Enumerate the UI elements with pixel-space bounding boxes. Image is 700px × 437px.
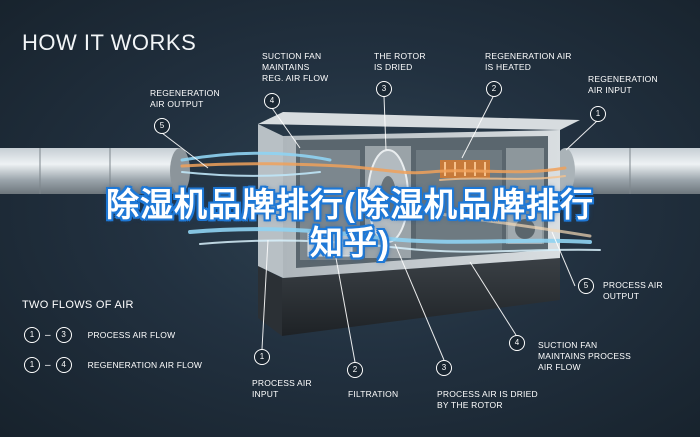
legend-badge-from: 1: [24, 327, 40, 343]
callout-badge-regeneration-input: 1: [590, 106, 606, 122]
legend-text-process: PROCESS AIR FLOW: [87, 330, 176, 340]
overlay-title: 除湿机品牌排行(除湿机品牌排行知乎): [106, 186, 594, 261]
callout-badge-process-input: 1: [254, 349, 270, 365]
callout-regeneration-heated: REGENERATION AIR IS HEATED: [485, 51, 572, 72]
callout-badge-process-output: 5: [578, 278, 594, 294]
page-title: HOW IT WORKS: [22, 30, 197, 55]
callout-badge-suction-fan-reg: 4: [264, 93, 280, 109]
legend-badge-to: 4: [55, 357, 72, 373]
callout-filtration: FILTRATION: [348, 389, 399, 399]
legend-badge-to: 3: [55, 327, 72, 343]
callout-regeneration-air-input: REGENERATION AIR INPUT: [588, 74, 658, 95]
callout-process-air-output: PROCESS AIR OUTPUT: [603, 280, 663, 301]
process-airflow: [188, 212, 601, 253]
regeneration-airflow: [180, 151, 567, 181]
legend-text-regeneration: REGENERATION AIR FLOW: [87, 360, 203, 370]
callout-process-air-input: PROCESS AIR INPUT: [252, 378, 312, 399]
leader-lines: [161, 95, 598, 363]
callout-suction-fan-process: SUCTION FAN MAINTAINS PROCESS AIR FLOW: [538, 340, 631, 372]
callout-rotor-dried: THE ROTOR IS DRIED: [374, 51, 426, 72]
callout-process-dried-by-rotor: PROCESS AIR IS DRIED BY THE ROTOR: [437, 389, 538, 410]
legend-dash: –: [45, 329, 51, 341]
callout-regeneration-air-output: REGENERATION AIR OUTPUT: [150, 88, 220, 109]
legend-dash: –: [45, 359, 51, 371]
legend-badge-from: 1: [24, 357, 40, 373]
legend-row-regeneration: 1 – 4 REGENERATION AIR FLOW: [24, 357, 202, 373]
callout-badge-filtration: 2: [347, 362, 363, 378]
callout-badge-regeneration-output: 5: [154, 118, 170, 134]
legend-title: TWO FLOWS OF AIR: [22, 299, 134, 311]
legend-row-process: 1 – 3 PROCESS AIR FLOW: [24, 327, 175, 343]
callout-badge-suction-fan-process: 4: [509, 335, 525, 351]
left-duct: [0, 148, 190, 194]
callout-badge-regeneration-heated: 2: [486, 81, 502, 97]
callout-badge-process-dried: 3: [436, 360, 452, 376]
callout-badge-rotor-dried: 3: [376, 81, 392, 97]
callout-suction-fan-reg: SUCTION FAN MAINTAINS REG. AIR FLOW: [262, 51, 329, 83]
